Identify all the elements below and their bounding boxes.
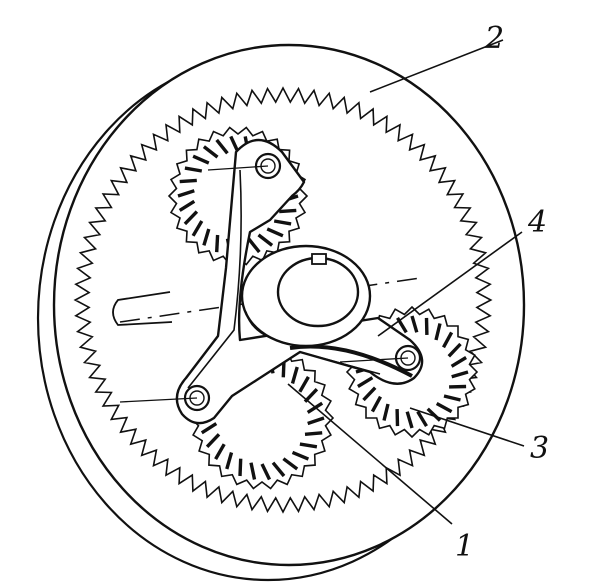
helical-tooth xyxy=(238,458,243,477)
hub-keyway xyxy=(311,253,327,265)
helical-tooth xyxy=(179,178,197,184)
helical-tooth xyxy=(282,457,299,471)
helical-tooth xyxy=(298,376,310,393)
label-part-3: 3 xyxy=(530,431,549,466)
helical-tooth xyxy=(442,331,454,349)
helical-tooth xyxy=(450,356,467,368)
helical-tooth xyxy=(451,370,469,379)
helical-tooth xyxy=(426,407,442,422)
helical-tooth xyxy=(266,227,284,238)
leader-1 xyxy=(287,383,453,525)
helical-tooth xyxy=(214,443,226,460)
helical-tooth xyxy=(291,450,310,461)
pin-centerline-bottom xyxy=(119,397,198,403)
pin-centerline-right xyxy=(339,357,409,363)
helical-tooth xyxy=(192,154,210,165)
helical-tooth xyxy=(229,135,240,153)
helical-tooth xyxy=(357,376,374,388)
helical-tooth xyxy=(257,233,274,247)
helical-tooth xyxy=(215,138,229,155)
helical-tooth xyxy=(202,145,219,159)
helical-tooth xyxy=(191,220,204,237)
helical-tooth xyxy=(382,403,390,421)
helical-tooth xyxy=(307,416,325,426)
helical-tooth xyxy=(247,237,261,254)
leader-3 xyxy=(409,407,525,447)
helical-tooth xyxy=(178,199,196,212)
label-part-4: 4 xyxy=(527,205,547,240)
helical-tooth xyxy=(260,463,272,481)
shaft-stub xyxy=(112,291,173,326)
pin-centerline-top xyxy=(207,165,269,171)
helical-tooth xyxy=(215,234,220,253)
helical-tooth xyxy=(183,210,199,226)
helical-tooth xyxy=(405,411,414,429)
helical-tooth xyxy=(370,395,382,413)
helical-tooth xyxy=(362,386,377,402)
carrier-edge-line xyxy=(187,169,242,389)
helical-tooth xyxy=(434,323,442,341)
helical-tooth xyxy=(447,342,462,358)
helical-tooth xyxy=(200,422,218,435)
helical-tooth xyxy=(273,219,292,226)
helical-tooth xyxy=(205,433,221,448)
helical-tooth xyxy=(184,166,203,173)
helical-tooth xyxy=(177,189,195,198)
label-part-2: 2 xyxy=(484,21,504,56)
helical-tooth xyxy=(271,461,286,478)
carrier-edge-line-right xyxy=(299,351,381,375)
leader-lines xyxy=(287,39,525,525)
hub-bore xyxy=(276,256,360,328)
helical-tooth xyxy=(249,462,257,480)
helical-tooth xyxy=(290,366,299,384)
helical-tooth xyxy=(435,402,453,414)
helical-tooth xyxy=(443,394,461,402)
helical-tooth xyxy=(225,452,234,470)
leader-4 xyxy=(377,231,523,337)
helical-tooth xyxy=(410,315,419,333)
helical-tooth xyxy=(299,442,318,449)
leader-2 xyxy=(369,39,504,93)
sun-shaft-hub xyxy=(240,244,372,348)
helical-tooth xyxy=(279,208,297,214)
helical-tooth xyxy=(416,410,428,427)
hub-side xyxy=(245,311,291,345)
label-part-1: 1 xyxy=(455,529,474,564)
helical-tooth xyxy=(304,431,323,436)
helical-tooth xyxy=(202,228,211,246)
